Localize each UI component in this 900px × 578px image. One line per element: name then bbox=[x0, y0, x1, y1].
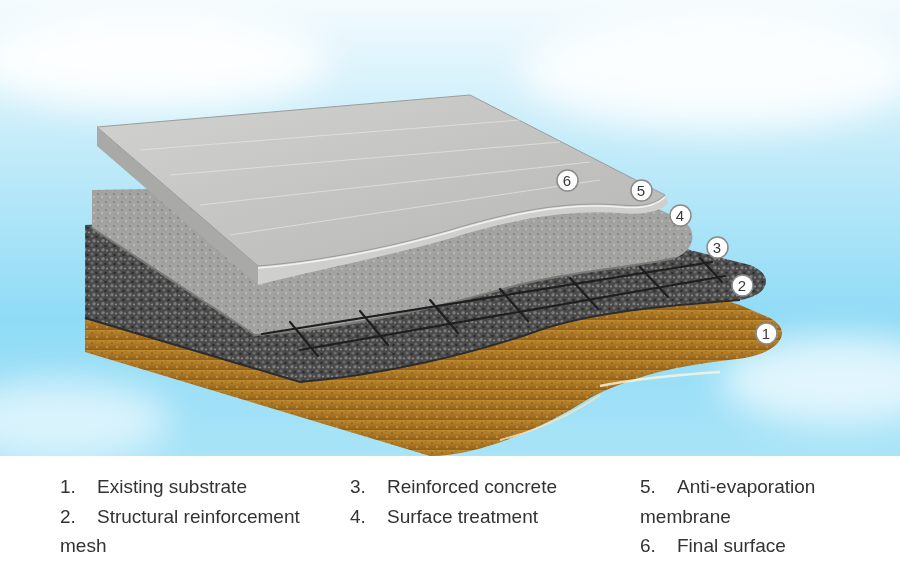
surface-texture bbox=[140, 120, 600, 235]
callout-number: 6 bbox=[563, 172, 571, 189]
key-text: Surface treatment bbox=[387, 506, 538, 527]
mesh-bar bbox=[500, 289, 528, 321]
callout-circle-shape bbox=[557, 170, 578, 191]
key-column: 3.Reinforced concrete4.Surface treatment bbox=[350, 472, 610, 531]
key-text: Final surface bbox=[677, 535, 786, 556]
clouds bbox=[0, 10, 900, 460]
membrane-line bbox=[258, 197, 665, 268]
key-text: Anti-evaporation membrane bbox=[640, 476, 815, 527]
mesh-bar bbox=[700, 258, 722, 282]
key-number: 6. bbox=[640, 531, 677, 561]
trowel-mark bbox=[170, 142, 560, 175]
callout-circle: 2 bbox=[731, 274, 754, 297]
key-text: Reinforced concrete bbox=[387, 476, 557, 497]
callout-number: 2 bbox=[738, 277, 746, 294]
key-number: 3. bbox=[350, 472, 387, 502]
callout-number: 3 bbox=[713, 239, 721, 256]
key-number: 5. bbox=[640, 472, 677, 502]
callout-circle-shape bbox=[631, 180, 652, 201]
key-entry: 3.Reinforced concrete bbox=[350, 472, 610, 502]
mesh-bar bbox=[570, 278, 598, 309]
callout-circle: 4 bbox=[669, 204, 692, 227]
callout-circle-shape bbox=[707, 237, 728, 258]
key-column: 1.Existing substrate2.Structural reinfor… bbox=[60, 472, 310, 561]
callout-number: 4 bbox=[676, 207, 684, 224]
callout-circle: 3 bbox=[706, 236, 729, 259]
callout-circle: 6 bbox=[556, 169, 579, 192]
key-number: 4. bbox=[350, 502, 387, 532]
mesh-bar bbox=[262, 262, 712, 334]
callout-circle-shape bbox=[756, 323, 777, 344]
cloud bbox=[520, 10, 900, 130]
key-text: Structural reinforcement mesh bbox=[60, 506, 300, 557]
cloud bbox=[0, 10, 330, 110]
slab-top-surface bbox=[97, 95, 665, 266]
callout-circle-shape bbox=[670, 205, 691, 226]
substrate-highlight bbox=[600, 372, 720, 386]
key-column: 5.Anti-evaporation membrane6.Final surfa… bbox=[640, 472, 885, 561]
trowel-mark bbox=[200, 162, 590, 205]
callout-circle: 1 bbox=[755, 322, 778, 345]
callout-circle-shape bbox=[732, 275, 753, 296]
trowel-mark bbox=[230, 180, 600, 235]
reinforcement-mesh bbox=[262, 258, 725, 356]
trowel-mark bbox=[140, 120, 520, 150]
mesh-bar bbox=[300, 276, 725, 350]
mesh-bar bbox=[360, 311, 388, 345]
key-entry: 5.Anti-evaporation membrane bbox=[640, 472, 885, 531]
callout-number: 5 bbox=[637, 182, 645, 199]
key-number: 1. bbox=[60, 472, 97, 502]
key-entry: 1.Existing substrate bbox=[60, 472, 310, 502]
callout-circle: 5 bbox=[630, 179, 653, 202]
callout-number: 1 bbox=[762, 325, 770, 342]
cloud bbox=[0, 380, 170, 460]
mesh-bar bbox=[430, 300, 458, 333]
mesh-bar bbox=[290, 322, 318, 356]
key-entry: 2.Structural reinforcement mesh bbox=[60, 502, 310, 561]
substrate-highlight bbox=[500, 395, 600, 440]
key-entry: 4.Surface treatment bbox=[350, 502, 610, 532]
key-number: 2. bbox=[60, 502, 97, 532]
key-entry: 6.Final surface bbox=[640, 531, 885, 561]
mesh-bar bbox=[640, 267, 668, 297]
key-text: Existing substrate bbox=[97, 476, 247, 497]
